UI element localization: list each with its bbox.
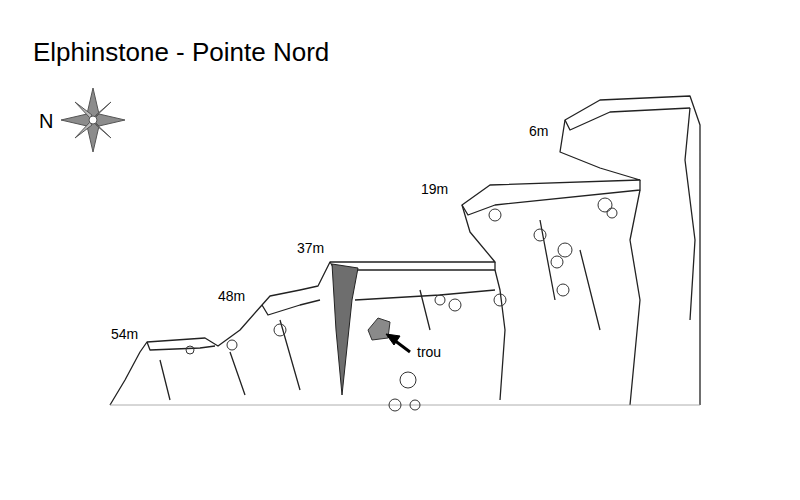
- depth-label: 54m: [110, 327, 139, 342]
- hole-arrow: [386, 334, 410, 352]
- north-label: N: [38, 110, 54, 132]
- diagram-title: Elphinstone - Pointe Nord: [33, 38, 329, 67]
- reef-outline: [110, 96, 700, 405]
- hole-label: trou: [416, 345, 442, 360]
- depth-label: 48m: [217, 289, 246, 304]
- cliff-shadow: [332, 264, 358, 395]
- hole-mark: [368, 318, 390, 340]
- compass-rose: [61, 88, 125, 152]
- depth-label: 6m: [528, 124, 549, 139]
- coral-patches: [186, 198, 617, 411]
- depth-label: 19m: [420, 182, 449, 197]
- depth-label: 37m: [296, 241, 325, 256]
